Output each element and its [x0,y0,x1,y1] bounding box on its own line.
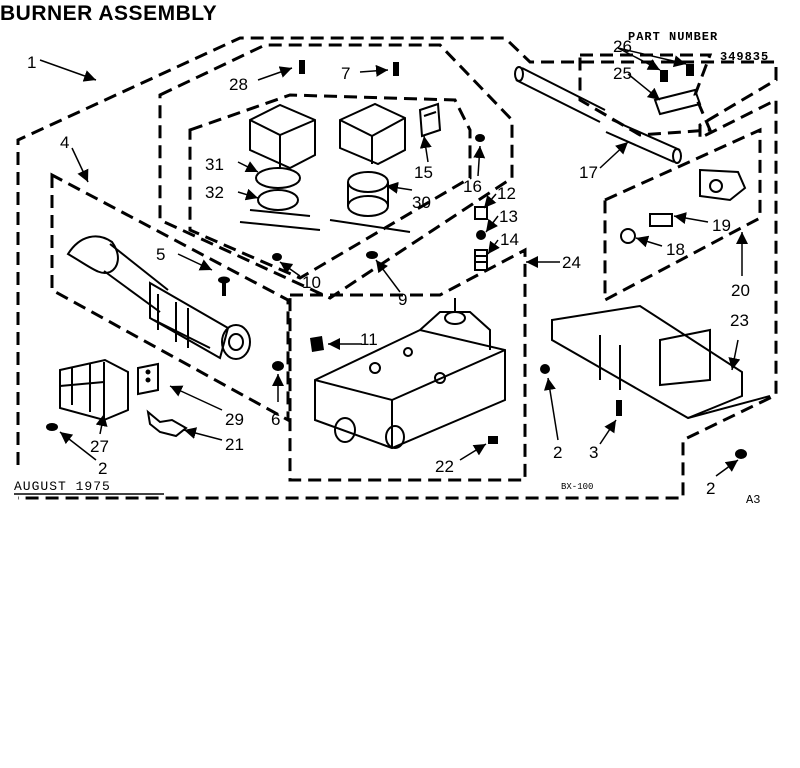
callout-7: 7 [341,64,350,83]
part-number-label: PART NUMBER [628,30,719,44]
valve-part-30 [329,102,411,233]
bracket-part-23 [551,304,771,420]
outline-inner-valve [188,93,472,280]
callout-labels: 1 4 5 28 7 31 32 30 15 16 12 13 14 24 10… [27,37,750,498]
callout-29: 29 [225,410,244,429]
outline-part-number-group [578,53,713,137]
outline-main-assembly [16,36,778,500]
callout-22: 22 [435,457,454,476]
screw-part-5 [218,276,230,296]
callout-32: 32 [205,183,224,202]
outline-group-4 [50,172,290,423]
callout-30: 30 [412,193,431,212]
callout-27: 27 [90,437,109,456]
callout-18: 18 [666,240,685,259]
callout-2-left: 2 [98,459,107,478]
callout-3: 3 [589,443,598,462]
diagram-title: BURNER ASSEMBLY [0,2,218,25]
screw-part-3 [616,400,622,416]
callout-12: 12 [497,184,516,203]
date-stamp: AUGUST 1975 [14,479,111,494]
plate-part-29 [137,362,159,396]
fittings-18-19 [620,168,747,244]
callout-9: 9 [398,290,407,309]
bracket-part-25 [653,64,702,116]
callout-25: 25 [613,64,632,83]
callout-2-middle: 2 [553,443,562,462]
bracket-part-27 [59,358,129,422]
outline-group-20 [603,127,762,303]
callout-15: 15 [414,163,433,182]
callout-23: 23 [730,311,749,330]
callout-21: 21 [225,435,244,454]
small-parts-2-6 [46,361,747,459]
pipe-part-17 [514,66,682,164]
callout-13: 13 [499,207,518,226]
callout-17: 17 [579,163,598,182]
callout-2-right: 2 [706,479,715,498]
callout-20: 20 [731,281,750,300]
gas-valve-body [314,298,506,450]
fittings-11-22 [310,336,498,444]
fittings-12-13-14 [474,206,488,271]
callout-6: 6 [271,410,280,429]
callout-11: 11 [360,330,378,349]
callout-26: 26 [613,37,632,56]
screws-7-28-16 [272,60,485,261]
callout-4: 4 [60,133,69,152]
page-code: A3 [746,493,761,507]
callout-16: 16 [463,177,482,196]
callout-5: 5 [156,245,165,264]
leader-lines [39,47,748,477]
callout-28: 28 [229,75,248,94]
spring-part-21 [146,409,188,438]
outline-valve-group [158,43,514,300]
callout-1: 1 [27,53,36,72]
coil-part-31-32 [239,103,321,231]
callout-10: 10 [302,273,321,292]
callout-19: 19 [712,216,731,235]
callout-14: 14 [500,230,519,249]
assembly-outlines [16,36,778,500]
drawing-code: BX-100 [561,482,594,492]
outline-gas-valve [288,247,527,482]
callout-31: 31 [205,155,224,174]
burner-tube [66,235,251,360]
clip-part-15 [418,102,442,138]
callout-24: 24 [562,253,581,272]
